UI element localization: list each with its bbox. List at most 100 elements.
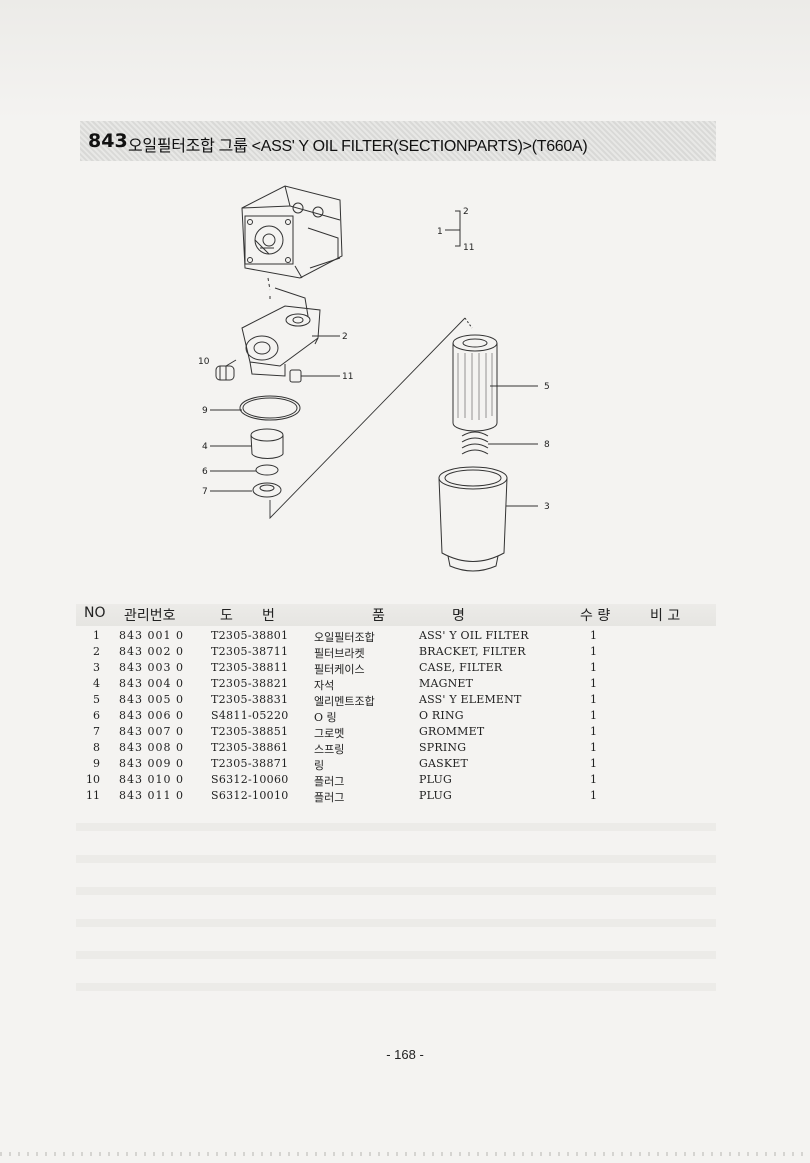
callout-3: 3 (544, 502, 550, 512)
callout-5: 5 (544, 382, 550, 392)
row-management-number: 843 007 0 (119, 725, 184, 738)
header-remarks: 비 고 (650, 608, 681, 624)
row-english-name: CASE, FILTER (419, 661, 503, 674)
row-quantity: 1 (590, 645, 597, 658)
row-management-number: 843 001 0 (119, 629, 184, 642)
header-management-number: 관리번호 (124, 608, 176, 624)
row-no: 3 (93, 661, 100, 674)
callout-group-bottom: 11 (463, 243, 474, 253)
row-drawing-number: T2305-38871 (211, 757, 289, 770)
row-english-name: PLUG (419, 789, 452, 802)
row-no: 8 (93, 741, 100, 754)
row-management-number: 843 011 0 (119, 789, 184, 802)
row-korean-name: 플러그 (314, 775, 345, 788)
row-english-name: SPRING (419, 741, 467, 754)
callout-4: 4 (202, 442, 208, 452)
row-drawing-number: S4811-05220 (211, 709, 289, 722)
header-part-name-2: 명 (452, 608, 465, 624)
table-row: 4 843 004 0 T2305-38821 자석 MAGNET 1 (76, 676, 716, 692)
plug-11-drawing (289, 369, 302, 383)
row-no: 2 (93, 645, 100, 658)
row-quantity: 1 (590, 709, 597, 722)
callout-9: 9 (202, 406, 208, 416)
callout-10: 10 (198, 357, 210, 367)
row-management-number: 843 006 0 (119, 709, 184, 722)
row-korean-name: 엘리멘트조합 (314, 695, 375, 708)
row-quantity: 1 (590, 629, 597, 642)
row-quantity: 1 (590, 725, 597, 738)
callout-7: 7 (202, 487, 208, 497)
row-korean-name: 스프링 (314, 743, 345, 756)
table-row: 10 843 010 0 S6312-10060 플러그 PLUG 1 (76, 772, 716, 788)
row-english-name: MAGNET (419, 677, 474, 690)
row-drawing-number: T2305-38851 (211, 725, 289, 738)
row-drawing-number: T2305-38821 (211, 677, 289, 690)
callout-group-root: 1 (437, 227, 443, 237)
table-row: 7 843 007 0 T2305-38851 그로멧 GROMMET 1 (76, 724, 716, 740)
row-no: 9 (93, 757, 100, 770)
spring-8-drawing (461, 431, 489, 455)
table-row: 5 843 005 0 T2305-38831 엘리멘트조합 ASS' Y EL… (76, 692, 716, 708)
table-row: 1 843 001 0 T2305-38801 오일필터조합 ASS' Y OI… (76, 628, 716, 644)
row-no: 10 (86, 773, 100, 786)
row-korean-name: 그로멧 (314, 727, 345, 740)
row-korean-name: 플러그 (314, 791, 345, 804)
callout-2: 2 (342, 332, 348, 342)
row-korean-name: 자석 (314, 679, 335, 692)
table-row: 9 843 009 0 T2305-38871 링 GASKET 1 (76, 756, 716, 772)
table-row: 3 843 003 0 T2305-38811 필터케이스 CASE, FILT… (76, 660, 716, 676)
row-quantity: 1 (590, 773, 597, 786)
row-management-number: 843 005 0 (119, 693, 184, 706)
header-quantity: 수 량 (580, 608, 611, 624)
table-row: 8 843 008 0 T2305-38861 스프링 SPRING 1 (76, 740, 716, 756)
row-english-name: O RING (419, 709, 464, 722)
row-english-name: GASKET (419, 757, 469, 770)
row-no: 1 (93, 629, 100, 642)
row-english-name: PLUG (419, 773, 452, 786)
callout-8: 8 (544, 440, 550, 450)
table-row: 11 843 011 0 S6312-10010 플러그 PLUG 1 (76, 788, 716, 804)
filter-bracket-drawing (241, 287, 321, 377)
row-management-number: 843 009 0 (119, 757, 184, 770)
row-drawing-number: S6312-10010 (211, 789, 289, 802)
o-ring-6-drawing (255, 464, 279, 476)
row-management-number: 843 008 0 (119, 741, 184, 754)
gasket-9-drawing (239, 395, 301, 421)
row-quantity: 1 (590, 757, 597, 770)
row-no: 6 (93, 709, 100, 722)
callout-6: 6 (202, 467, 208, 477)
row-korean-name: 오일필터조합 (314, 631, 375, 644)
row-no: 5 (93, 693, 100, 706)
row-management-number: 843 002 0 (119, 645, 184, 658)
row-no: 7 (93, 725, 100, 738)
row-management-number: 843 003 0 (119, 661, 184, 674)
row-management-number: 843 010 0 (119, 773, 184, 786)
page-number: - 168 - (386, 1047, 424, 1062)
row-korean-name: 필터케이스 (314, 663, 365, 676)
parts-table-body: 1 843 001 0 T2305-38801 오일필터조합 ASS' Y OI… (76, 628, 716, 804)
row-drawing-number: T2305-38831 (211, 693, 289, 706)
row-quantity: 1 (590, 741, 597, 754)
row-korean-name: 링 (314, 759, 325, 772)
row-drawing-number: T2305-38711 (211, 645, 289, 658)
row-korean-name: O 링 (314, 711, 337, 724)
section-title: 오일필터조합 그룹 <ASS' Y OIL FILTER(SECTIONPART… (128, 138, 588, 155)
grommet-7-drawing (252, 482, 282, 498)
row-drawing-number: T2305-38861 (211, 741, 289, 754)
row-quantity: 1 (590, 693, 597, 706)
row-drawing-number: T2305-38801 (211, 629, 289, 642)
section-number: 843 (88, 130, 128, 152)
row-english-name: GROMMET (419, 725, 485, 738)
row-english-name: ASS' Y OIL FILTER (419, 629, 529, 642)
exploded-parts-diagram: 2 1 11 2 10 11 9 4 6 7 5 8 3 (198, 185, 550, 572)
case-3-drawing (438, 466, 508, 572)
pump-housing-drawing (241, 185, 343, 279)
header-part-name-1: 품 (372, 608, 385, 624)
row-quantity: 1 (590, 677, 597, 690)
row-english-name: ASS' Y ELEMENT (419, 693, 522, 706)
header-no: NO (84, 605, 106, 621)
row-drawing-number: S6312-10060 (211, 773, 289, 786)
section-title-bar (80, 121, 716, 161)
plug-10-drawing (215, 365, 235, 381)
